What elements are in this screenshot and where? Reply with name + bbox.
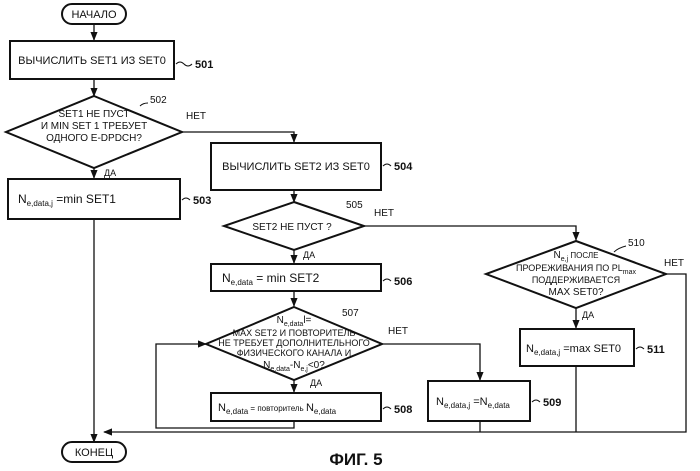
start-terminal: НАЧАЛО: [62, 4, 126, 24]
ref-505: 505: [346, 200, 363, 211]
decision-510-no: НЕТ: [664, 258, 684, 269]
ref-509: 509: [543, 397, 561, 409]
decision-507: Ne,datal= MAX SET2 И ПОВТОРИТЕЛЬ НЕ ТРЕБ…: [206, 307, 408, 388]
decision-505-yes: ДА: [303, 250, 315, 260]
box-506: Ne,data = min SET2 506: [211, 264, 412, 291]
decision-507-yes: ДА: [310, 378, 322, 388]
decision-502: SET1 НЕ ПУСТ И MIN SET 1 ТРЕБУЕТ ОДНОГО …: [6, 95, 206, 178]
ref-502: 502: [150, 95, 167, 106]
decision-502-line-2: И MIN SET 1 ТРЕБУЕТ: [41, 121, 147, 132]
end-terminal: КОНЕЦ: [62, 442, 126, 462]
decision-507-no: НЕТ: [388, 326, 408, 337]
decision-505: SET2 НЕ ПУСТ ? 505 НЕТ ДА: [224, 200, 394, 260]
box-501: ВЫЧИСЛИТЬ SET1 ИЗ SET0 501: [10, 41, 213, 79]
decision-502-line-3: ОДНОГО E-DPDCH?: [46, 133, 142, 144]
box-509: Ne,data,j =Ne,data 509: [428, 381, 561, 421]
box-511: Ne,data,j =max SET0 511: [520, 329, 665, 366]
ref-507: 507: [342, 308, 359, 319]
ref-508: 508: [394, 404, 412, 416]
ref-506: 506: [394, 276, 412, 288]
ref-501: 501: [195, 59, 213, 71]
box-504: ВЫЧИСЛИТЬ SET2 ИЗ SET0 504: [211, 143, 413, 190]
box-503: Ne,data,j =min SET1 503: [8, 179, 211, 219]
decision-502-line-1: SET1 НЕ ПУСТ: [59, 109, 130, 120]
box-501-text: ВЫЧИСЛИТЬ SET1 ИЗ SET0: [18, 55, 166, 67]
decision-505-no: НЕТ: [374, 208, 394, 219]
decision-507-line-3: ФИЗИЧЕСКОГО КАНАЛА И: [237, 348, 352, 358]
decision-510-line-3: ПОДДЕРЖИВАЕТСЯ: [532, 275, 620, 285]
arrow-502-no-to-504: [182, 132, 294, 142]
box-508: Ne,data = повторитель Ne,data 508: [211, 393, 412, 421]
start-label: НАЧАЛО: [71, 9, 117, 21]
decision-502-yes: ДА: [104, 168, 116, 178]
ref-511: 511: [647, 344, 665, 356]
decision-507-line-2: НЕ ТРЕБУЕТ ДОПОЛНИТЕЛЬНОГО: [218, 338, 369, 348]
ref-504: 504: [394, 161, 413, 173]
ref-503: 503: [193, 195, 211, 207]
ref-510: 510: [628, 238, 645, 249]
decision-507-line-1: MAX SET2 И ПОВТОРИТЕЛЬ: [233, 328, 356, 338]
box-504-text: ВЫЧИСЛИТЬ SET2 ИЗ SET0: [222, 161, 370, 173]
arrow-505-no-to-510: [364, 226, 576, 240]
decision-505-text: SET2 НЕ ПУСТ ?: [252, 222, 332, 233]
decision-510-yes: ДА: [582, 310, 594, 320]
arrow-507-no-to-509: [382, 344, 480, 380]
decision-510-line-4: MAX SET0?: [548, 287, 603, 298]
decision-510: Ne,j ПОСЛЕ ПРОРЕЖИВАНИЯ ПО PLmax ПОДДЕРЖ…: [486, 238, 684, 320]
end-label: КОНЕЦ: [75, 447, 113, 459]
decision-502-no: НЕТ: [186, 111, 206, 122]
connectors: [94, 24, 686, 442]
figure-caption: ФИГ. 5: [329, 450, 382, 469]
